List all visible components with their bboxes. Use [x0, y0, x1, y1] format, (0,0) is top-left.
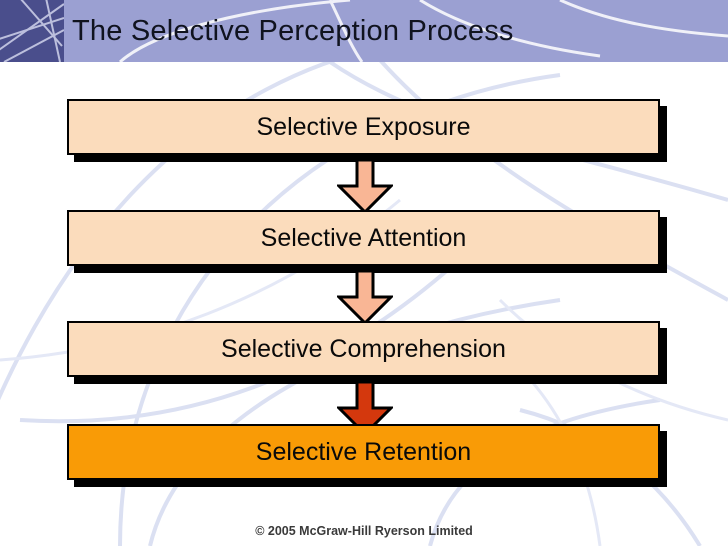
- process-step-label: Selective Retention: [255, 437, 472, 466]
- arrow-attention-to-comprehension-icon: [337, 271, 393, 325]
- header-accent-block: [0, 0, 64, 62]
- process-step-label: Selective Exposure: [256, 112, 471, 141]
- process-step-selective-comprehension[interactable]: Selective Comprehension: [67, 321, 660, 377]
- slide-header-band: The Selective Perception Process: [0, 0, 728, 62]
- process-step-selective-retention[interactable]: Selective Retention: [67, 424, 660, 480]
- page-title: The Selective Perception Process: [72, 15, 514, 47]
- copyright-credit: © 2005 McGraw-Hill Ryerson Limited: [255, 524, 473, 538]
- process-step-selective-exposure[interactable]: Selective Exposure: [67, 99, 660, 155]
- process-step-label: Selective Comprehension: [221, 334, 506, 363]
- process-step-selective-attention[interactable]: Selective Attention: [67, 210, 660, 266]
- process-step-label: Selective Attention: [260, 223, 467, 252]
- header-accent-block-lines: [0, 0, 64, 62]
- arrow-exposure-to-attention-icon: [337, 160, 393, 214]
